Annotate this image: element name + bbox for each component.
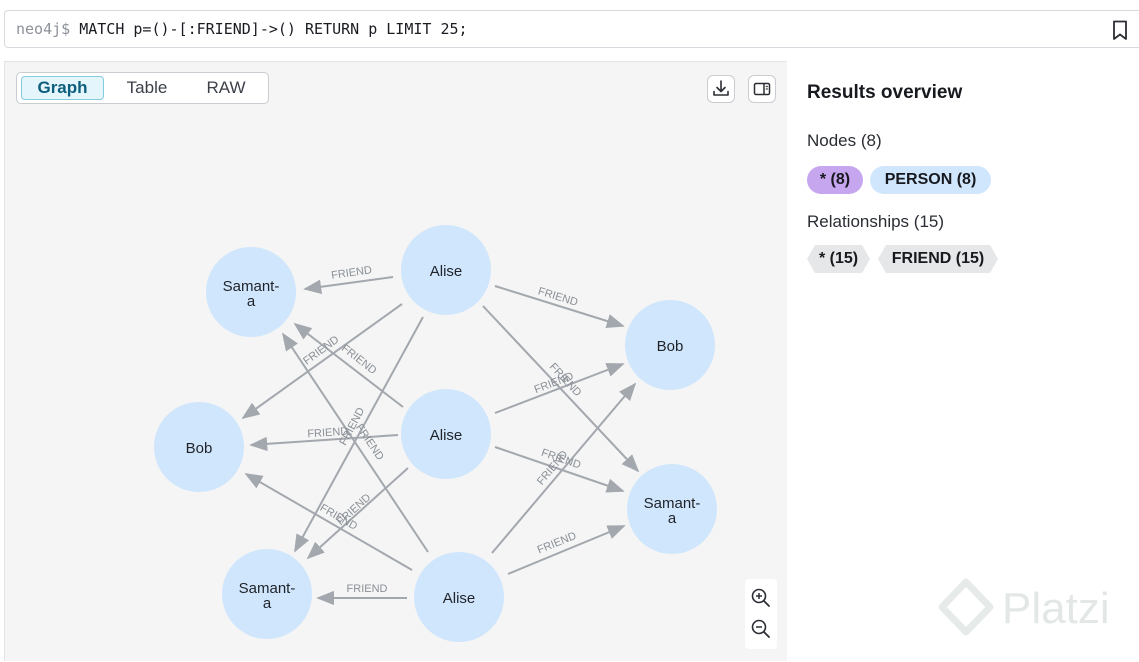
edge-alise2-samantha1[interactable] (293, 322, 404, 408)
tab-table[interactable]: Table (126, 78, 168, 97)
view-switcher: Graph Table RAW (16, 72, 269, 104)
rel-label: FRIEND (307, 426, 349, 441)
tab-graph[interactable]: Graph (21, 76, 104, 100)
edge-alise2-samantha2[interactable] (494, 446, 625, 493)
node-label-line: a (263, 595, 272, 612)
relationship-pill-friend[interactable]: FRIEND (15) (878, 245, 998, 273)
query-line[interactable]: neo4j$ MATCH p=()-[:FRIEND]->() RETURN p… (16, 20, 468, 38)
node-label-line: a (668, 510, 677, 527)
rel-label: FRIEND (330, 264, 372, 282)
zoom-in-icon[interactable] (750, 587, 772, 609)
watermark-text: Platzi (1002, 584, 1110, 633)
node-label: Bob (657, 338, 684, 355)
node-label: Alise (443, 590, 476, 607)
rel-label: FRIEND (339, 342, 379, 377)
node-label: Bob (186, 440, 213, 457)
edge-alise3-bob1[interactable] (244, 473, 413, 571)
relationships-count-label: Relationships (15) (807, 212, 945, 231)
node-label: Alise (430, 427, 463, 444)
zoom-out-icon[interactable] (750, 618, 772, 640)
nodes-count-label: Nodes (8) (807, 131, 882, 150)
download-icon (713, 80, 729, 96)
platzi-logo-icon (938, 578, 994, 636)
rel-label: FRIEND (347, 583, 388, 595)
node-label: Alise (430, 263, 463, 280)
toggle-overview-button[interactable] (748, 75, 776, 103)
edge-alise2-bob1[interactable] (249, 434, 399, 452)
graph-canvas[interactable]: FRIEND FRIEND FRIEND FRIEND FRIEND FRIEN… (5, 62, 788, 662)
node-label-pill-all[interactable]: * (8) (807, 166, 863, 194)
node-label-line: Samant- (223, 278, 280, 295)
node-label: Samant-a (644, 495, 701, 527)
results-overview-panel: Results overview Nodes (8) * (8) PERSON … (788, 61, 1139, 649)
query-prompt: neo4j$ (16, 20, 71, 38)
edge-alise3-samantha1[interactable] (282, 332, 429, 553)
rel-label: FRIEND (536, 530, 579, 556)
graph-visualization-panel[interactable]: Graph Table RAW (4, 61, 787, 661)
query-editor[interactable]: neo4j$ MATCH p=()-[:FRIEND]->() RETURN p… (4, 10, 1139, 48)
node-person-alise-3[interactable]: Alise (414, 552, 504, 642)
node-person-samantha-3[interactable]: Samant-a (222, 549, 312, 639)
zoom-controls (745, 579, 777, 649)
edge-alise2-bob2[interactable] (494, 363, 625, 414)
node-person-bob-2[interactable]: Bob (625, 300, 715, 390)
query-text[interactable]: MATCH p=()-[:FRIEND]->() RETURN p LIMIT … (70, 20, 468, 38)
bookmark-icon[interactable] (1109, 19, 1131, 41)
edge-alise3-bob2[interactable] (491, 382, 637, 554)
node-label-line: Samant- (239, 580, 296, 597)
node-person-samantha-2[interactable]: Samant-a (627, 464, 717, 554)
edge-alise1-samantha1[interactable] (303, 276, 394, 294)
node-label: Samant-a (239, 580, 296, 612)
node-person-alise-1[interactable]: Alise (401, 225, 491, 315)
node-label-line: Samant- (644, 495, 701, 512)
relationship-pill-all[interactable]: * (15) (807, 245, 870, 273)
edge-alise3-samantha2[interactable] (507, 525, 626, 575)
sidebar-toggle-icon (753, 82, 771, 96)
edge-alise2-samantha3[interactable] (306, 467, 409, 560)
download-button[interactable] (707, 75, 735, 103)
edge-alise1-samantha3[interactable] (294, 316, 424, 553)
platzi-watermark: Platzi (936, 578, 1136, 644)
tab-raw[interactable]: RAW (206, 78, 246, 97)
node-person-bob-1[interactable]: Bob (154, 402, 244, 492)
node-label-line: a (247, 293, 256, 310)
node-person-alise-2[interactable]: Alise (401, 389, 491, 479)
node-person-samantha-1[interactable]: Samant-a (206, 247, 296, 337)
edge-alise1-bob1[interactable] (241, 303, 403, 420)
edge-alise1-bob2[interactable] (494, 285, 625, 329)
node-label-pill-person[interactable]: PERSON (8) (870, 166, 991, 194)
node-label: Samant-a (223, 278, 280, 310)
results-overview-title: Results overview (807, 82, 963, 103)
rel-label: FRIEND (353, 422, 386, 463)
